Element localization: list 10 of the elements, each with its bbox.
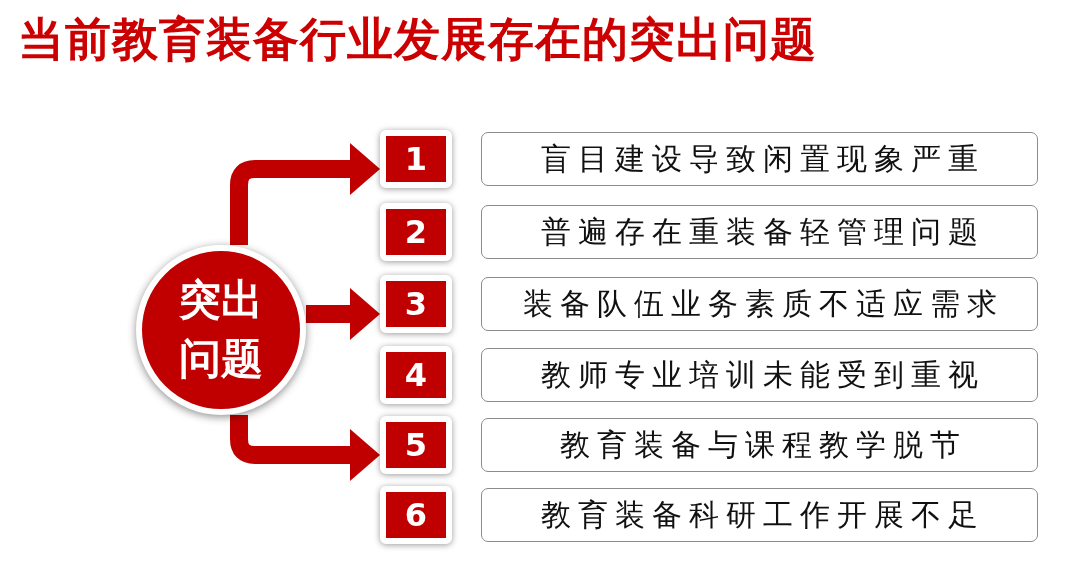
issue-box: 盲目建设导致闲置现象严重 (481, 132, 1038, 186)
issue-box: 装备队伍业务素质不适应需求 (481, 277, 1038, 331)
arrow (306, 288, 380, 340)
issue-box: 普遍存在重装备轻管理问题 (481, 205, 1038, 259)
arrow (230, 143, 380, 245)
title: 当前教育装备行业发展存在的突出问题 (18, 12, 817, 68)
arrow (230, 415, 380, 481)
issue-box: 教师专业培训未能受到重视 (481, 348, 1038, 402)
issue-box: 教育装备与课程教学脱节 (481, 418, 1038, 472)
issue-box: 教育装备科研工作开展不足 (481, 488, 1038, 542)
